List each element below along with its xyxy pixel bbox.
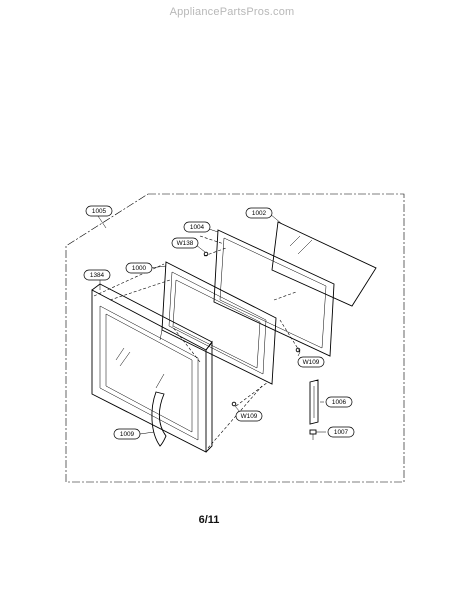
callout-1384: 1384 [83,269,111,281]
callout-1004: 1004 [183,221,211,233]
callout-w109-lower: W109 [235,410,263,422]
screw-w138 [203,251,209,257]
projection-lines [93,235,301,449]
door-handle-1009 [151,391,167,447]
front-door-1384 [91,283,213,453]
site-watermark: AppliancePartsPros.com [169,6,295,18]
svg-text:1384: 1384 [90,272,105,279]
svg-text:1005: 1005 [92,208,107,215]
callout-w138: W138 [171,237,199,249]
svg-text:W138: W138 [177,240,194,247]
page-number: 6/11 [198,514,220,526]
callout-1007: 1007 [327,426,355,438]
svg-text:1004: 1004 [190,224,205,231]
svg-text:W109: W109 [303,359,320,366]
svg-text:1000: 1000 [132,265,147,272]
choke-frame-1004 [213,229,335,357]
svg-text:W109: W109 [241,413,258,420]
screw-1007 [309,429,317,440]
callout-1009: 1009 [113,428,141,440]
callout-1002: 1002 [245,207,273,219]
svg-text:1009: 1009 [120,431,135,438]
assembly-boundary [65,193,405,483]
glass-panel-1002 [271,221,377,307]
screw-w109-upper [295,347,301,353]
svg-text:1007: 1007 [334,429,349,436]
callout-1006: 1006 [325,396,353,408]
svg-text:1006: 1006 [332,399,347,406]
hinge-1006 [309,379,319,425]
screw-w109-lower [231,401,237,407]
inner-door-panel-1000 [159,261,277,385]
callout-w109-upper: W109 [297,356,325,368]
svg-text:1002: 1002 [252,210,267,217]
callout-1005: 1005 [85,205,113,217]
callout-1000: 1000 [125,262,153,274]
